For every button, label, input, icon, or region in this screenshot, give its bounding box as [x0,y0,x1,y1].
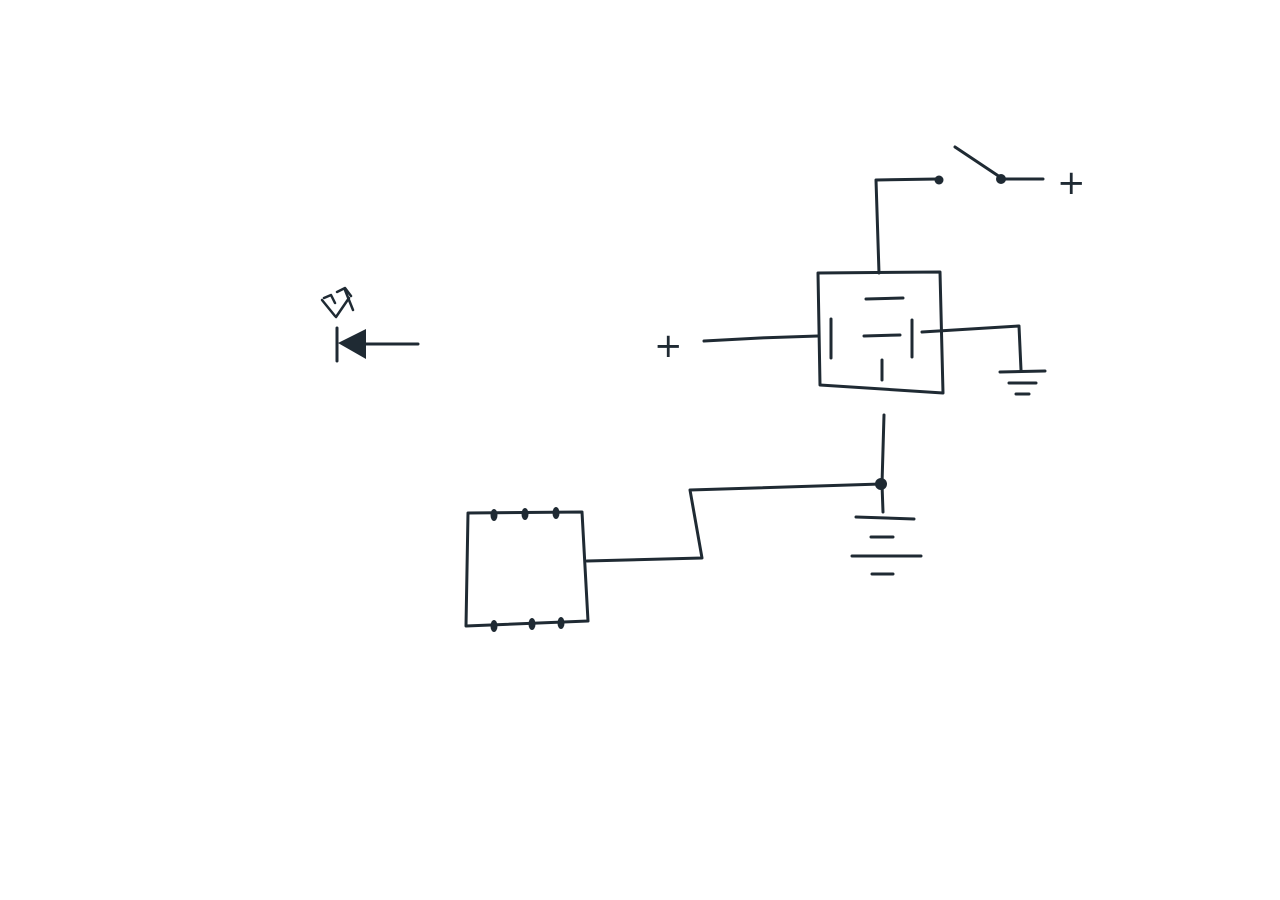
led-triangle [338,329,366,359]
supply-wire-left [702,334,820,343]
supply-plus-left: + [654,326,683,366]
led-symbol [320,286,420,363]
ic-pin-top-2 [521,508,529,520]
ic-pin-bottom-3 [557,617,565,629]
led-emission-arrows-icon [320,286,355,319]
ic-connection-wire [585,482,883,563]
ground-symbol-bottom [850,515,923,576]
relay-top-wire [874,177,940,275]
supply-plus-top-right: + [1057,163,1086,203]
switch-symbol [953,145,1045,184]
ic-pin-bottom-2 [528,618,536,630]
relay-bottom-wire [880,413,886,486]
ic-pin-top-1 [490,509,498,521]
switch-contact-left [934,175,944,185]
relay-pin-top [864,296,905,301]
junction-ground-lead [880,482,885,514]
ground-symbol-right [998,369,1047,396]
relay-box [816,270,945,395]
ic-outline [464,510,590,628]
ic-pin-bottom-1 [490,620,498,632]
switch-lever [953,145,1002,179]
relay-outline [816,270,945,395]
ic-chip [464,507,590,632]
ic-pin-top-3 [552,507,560,519]
relay-right-ground-wire [920,324,1023,372]
relay-pin-center [862,333,902,338]
